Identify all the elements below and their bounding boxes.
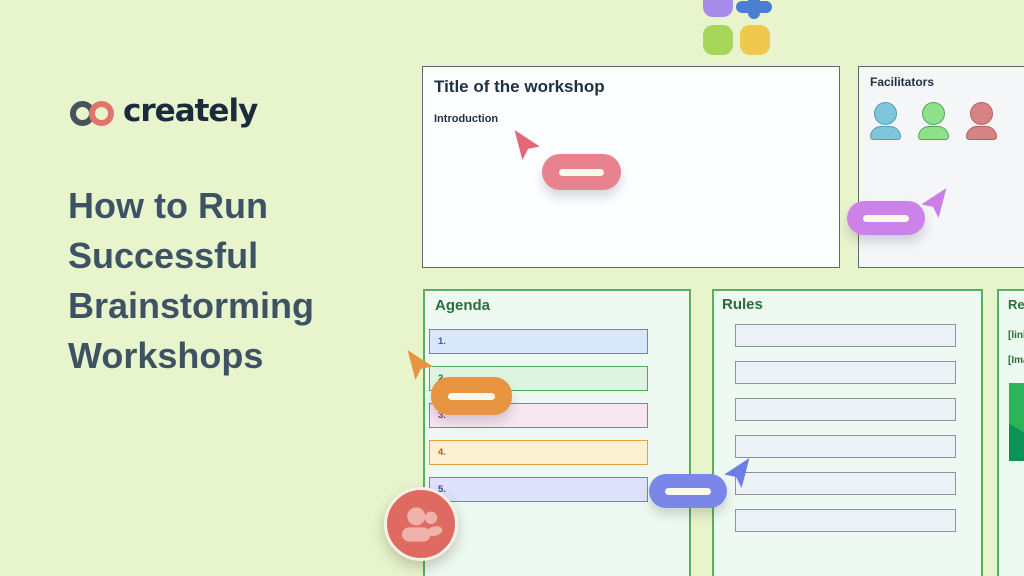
person-icon[interactable] xyxy=(870,102,901,140)
rules-empty-row[interactable] xyxy=(735,435,956,458)
resources-image-placeholder[interactable] xyxy=(1009,383,1024,461)
resources-title: Res xyxy=(1008,297,1024,312)
rules-empty-row[interactable] xyxy=(735,509,956,532)
hero-title-line: How to Run xyxy=(68,185,268,226)
collaborator-name-pill-red xyxy=(542,154,621,190)
logo-ring-coral-icon xyxy=(89,101,114,126)
resources-links-label: [link xyxy=(1008,330,1024,341)
agenda-item-1[interactable]: 1. xyxy=(429,329,648,354)
yellow-square-icon xyxy=(740,25,770,55)
green-square-icon xyxy=(703,25,733,55)
collaborator-avatar xyxy=(384,487,458,561)
brand-wordmark: creately xyxy=(123,93,258,129)
resources-panel[interactable]: Res [link [Ima xyxy=(997,289,1024,576)
person-icon[interactable] xyxy=(918,102,949,140)
purple-square-icon xyxy=(703,0,733,17)
rules-title: Rules xyxy=(722,296,763,313)
person-head-icon xyxy=(874,102,897,125)
facilitators-title: Facilitators xyxy=(870,75,935,89)
facilitators-panel[interactable]: Facilitators xyxy=(858,66,1024,268)
rules-empty-row[interactable] xyxy=(735,361,956,384)
hero-title-line: Brainstorming xyxy=(68,285,315,326)
agenda-title: Agenda xyxy=(435,297,491,314)
rules-empty-row[interactable] xyxy=(735,324,956,347)
person-body-icon xyxy=(918,126,949,140)
collaborator-name-pill-purple xyxy=(847,201,925,235)
person-head-icon xyxy=(970,102,993,125)
person-body-icon xyxy=(966,126,997,140)
workshop-title-panel[interactable]: Title of the workshop Introduction xyxy=(422,66,840,268)
person-head-icon xyxy=(922,102,945,125)
workshop-title-text: Title of the workshop xyxy=(434,77,605,96)
creately-logo: creately xyxy=(70,93,258,131)
agenda-panel[interactable]: Agenda 1. 2. 3. 4. 5. xyxy=(423,289,691,576)
collaborator-name-pill-blue xyxy=(649,474,727,508)
facilitator-avatars xyxy=(870,102,1024,140)
hero-title-line: Successful xyxy=(68,235,259,276)
agenda-item-5[interactable]: 5. xyxy=(429,477,648,502)
blue-plus-icon xyxy=(748,0,760,19)
agenda-item-4[interactable]: 4. xyxy=(429,440,648,465)
person-icon[interactable] xyxy=(966,102,997,140)
rules-panel[interactable]: Rules xyxy=(712,289,983,576)
hero-title: How to Run Successful Brainstorming Work… xyxy=(68,181,314,381)
people-icon xyxy=(401,507,443,542)
hero-title-line: Workshops xyxy=(68,335,264,376)
person-body-icon xyxy=(870,126,901,140)
collaborator-name-pill-orange xyxy=(431,377,512,415)
resources-images-label: [Ima xyxy=(1008,355,1024,366)
workshop-subtitle-text: Introduction xyxy=(434,113,499,125)
rules-empty-row[interactable] xyxy=(735,398,956,421)
rules-empty-row[interactable] xyxy=(735,472,956,495)
